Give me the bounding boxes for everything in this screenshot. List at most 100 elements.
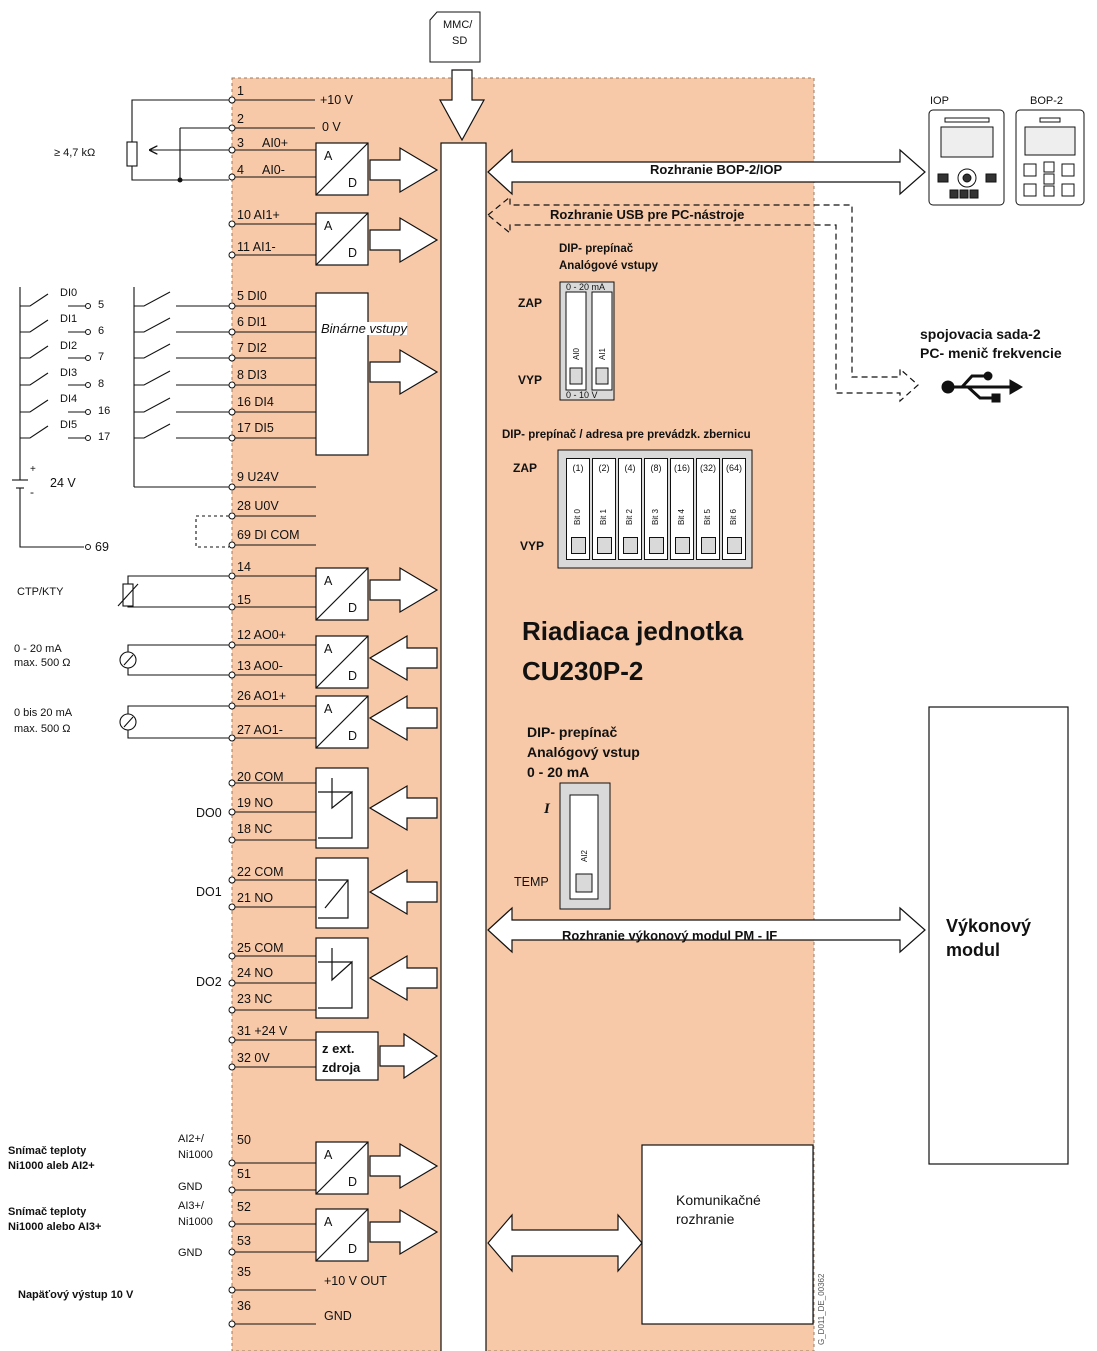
terminal-14: 14 (237, 560, 251, 574)
ao1-max: max. 500 Ω (14, 723, 71, 735)
bop-interface-label: Rozhranie BOP-2/IOP (650, 162, 783, 177)
dip3-title2: Analógový vstup (527, 744, 640, 760)
terminal-22: 22 COM (237, 865, 284, 879)
dip1-sw-ai1: AI1 (598, 347, 607, 360)
usb-kit-line2: PC- menič frekvencie (920, 345, 1062, 361)
dip2-knob-6 (727, 537, 742, 554)
terminal-35-label: +10 V OUT (324, 1274, 387, 1288)
dip2-bit-5: Bit 5 (703, 508, 712, 525)
dip1-title2: Analógové vstupy (559, 260, 659, 272)
dip2-bit-3: Bit 3 (651, 508, 660, 525)
power-module-2: modul (946, 940, 1000, 960)
switch-num-7: 7 (98, 351, 105, 363)
terminal-12: 12 AO0+ (237, 628, 286, 642)
pm-interface-label: Rozhranie výkonový modul PM - IF (562, 928, 778, 943)
dip2-title: DIP- prepínač / adresa pre prevádzk. zbe… (502, 429, 751, 441)
switch-num-17: 17 (98, 431, 111, 443)
dip1-off: VYP (518, 373, 543, 387)
terminal-di4: 16 DI4 (237, 395, 274, 409)
terminal-52: 52 (237, 1200, 251, 1214)
voltage-output-label: Napäťový výstup 10 V (18, 1289, 134, 1301)
sensor2-line1: Snímač teploty (8, 1206, 87, 1218)
terminal-15: 15 (237, 593, 251, 607)
power-module-1: Výkonový (946, 916, 1032, 936)
unit-title-2: CU230P-2 (522, 656, 644, 686)
dip2-switch-5: (32)Bit 5 (696, 458, 720, 560)
terminal-26: 26 AO1+ (237, 689, 286, 703)
switch-contacts (85, 303, 91, 550)
terminal-11: 11 AI1- (237, 240, 276, 254)
dip2-value-0: (1) (572, 463, 584, 473)
unit-title-1: Riadiaca jednotka (522, 616, 744, 646)
ad-converters (315, 142, 369, 1262)
sd-label-2: SD (452, 35, 468, 47)
terminal-21: 21 NO (237, 891, 274, 905)
usb-interface-label: Rozhranie USB pre PC-nástroje (550, 207, 745, 222)
terminal-53: 53 (237, 1234, 251, 1248)
ad-d-6: D (348, 1175, 358, 1189)
dip1-sw-ai0: AI0 (572, 347, 581, 360)
terminal-dots (228, 96, 236, 1328)
ad-d-3: D (348, 601, 358, 615)
terminal-25: 25 COM (237, 941, 284, 955)
dip2-off: VYP (520, 539, 545, 553)
dip2-switch-1: (2)Bit 1 (592, 458, 616, 560)
terminal-69: 69 DI COM (237, 528, 300, 542)
terminal-1-label: +10 V (320, 93, 354, 107)
ad-a-1: A (324, 149, 333, 163)
terminal-10: 10 AI1+ (237, 208, 280, 222)
dip2-on: ZAP (513, 461, 537, 475)
do1-label: DO1 (196, 885, 222, 899)
ad-a-5: A (324, 702, 333, 716)
terminal-9: 9 U24V (237, 470, 279, 484)
dip2-knob-2 (623, 537, 638, 554)
sensor2-line2: Ni1000 alebo AI3+ (8, 1221, 102, 1233)
potentiometer-label: ≥ 4,7 kΩ (54, 147, 96, 159)
supply-voltage: 24 V (50, 476, 76, 490)
sensor1-line2: Ni1000 aleb AI2+ (8, 1160, 95, 1172)
terminal-4-label: AI0- (262, 163, 285, 177)
dip2-knob-4 (675, 537, 690, 554)
switch-label-di1: DI1 (60, 313, 78, 325)
ai2-label: AI2+/ (178, 1133, 204, 1145)
terminal-36: 36 (237, 1299, 251, 1313)
ad-d-5: D (348, 729, 358, 743)
terminal-32: 32 0V (237, 1051, 270, 1065)
terminal-19: 19 NO (237, 796, 274, 810)
dip2-knob-1 (597, 537, 612, 554)
ad-d-4: D (348, 669, 358, 683)
gnd-1: GND (178, 1181, 203, 1193)
switch-num-6: 6 (98, 325, 105, 337)
terminal-di2: 7 DI2 (237, 341, 267, 355)
terminal-24: 24 NO (237, 966, 274, 980)
terminal-3: 3 (237, 136, 244, 150)
dip1-range-top: 0 - 20 mA (566, 282, 606, 292)
ad-d-7: D (348, 1242, 358, 1256)
terminal-31: 31 +24 V (237, 1024, 288, 1038)
ad-a-3: A (324, 574, 333, 588)
terminal-3-label: AI0+ (262, 136, 289, 150)
analog-devices (117, 575, 229, 739)
terminal-36-label: GND (324, 1309, 352, 1323)
dip2-switch-3: (8) Bit 3 (644, 458, 668, 560)
terminal-50: 50 (237, 1133, 251, 1147)
supply-minus: - (30, 485, 34, 499)
dip3-title1: DIP- prepínač (527, 724, 618, 740)
sd-label-1: MMC/ (443, 19, 473, 31)
terminal-28: 28 U0V (237, 499, 279, 513)
switch-label-di0: DI0 (60, 287, 78, 299)
usb-icon (941, 371, 1023, 403)
ai3-label: AI3+/ (178, 1200, 204, 1212)
dip2-switch-4: (16)Bit 4 (670, 458, 694, 560)
ad-a-6: A (324, 1148, 333, 1162)
switch-num-16: 16 (98, 405, 111, 417)
terminal-23: 23 NC (237, 992, 273, 1006)
supply-plus: + (30, 464, 36, 475)
ext-supply-1: z ext. (322, 1041, 355, 1056)
ext-supply-box (315, 1031, 379, 1081)
terminal-18: 18 NC (237, 822, 273, 836)
dip2-value-3: (8) (650, 463, 662, 473)
dip2-bit-6: Bit 6 (729, 508, 738, 525)
dip2-bit-2: Bit 2 (625, 508, 634, 525)
ni1000-1: Ni1000 (178, 1149, 213, 1161)
